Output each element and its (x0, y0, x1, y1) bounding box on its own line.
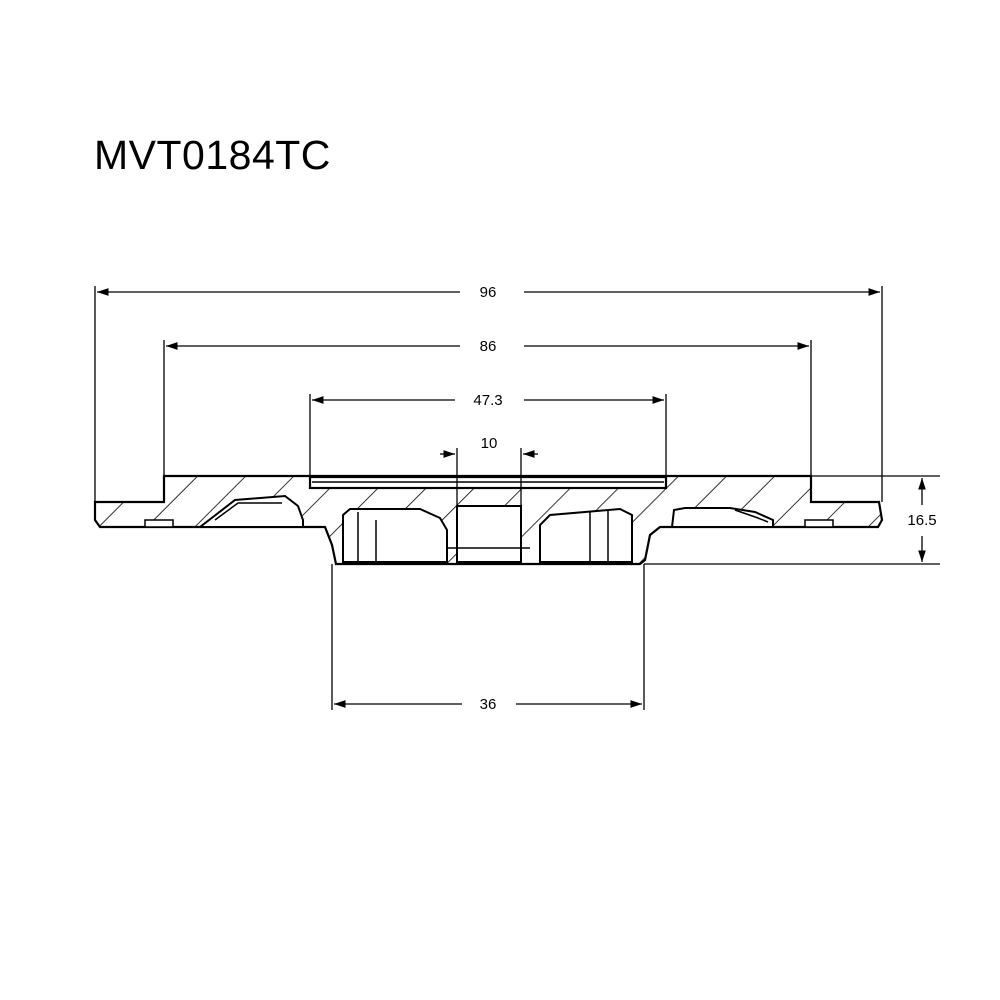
dim-96-label: 96 (480, 284, 497, 301)
dim-86-label: 86 (480, 338, 497, 355)
right-pocket (670, 507, 774, 528)
hub-left-cavity (342, 508, 448, 563)
dim-16-5-label: 16.5 (907, 512, 936, 529)
bore (456, 505, 522, 563)
part-number-title: MVT0184TC (94, 132, 331, 178)
hub-right-cavity (539, 507, 633, 563)
dim-10-label: 10 (481, 435, 498, 452)
dim-47-3-label: 47.3 (473, 392, 502, 409)
dim-36-label: 36 (480, 696, 497, 713)
cross-section (93, 474, 884, 566)
extension-lines (94, 286, 940, 710)
